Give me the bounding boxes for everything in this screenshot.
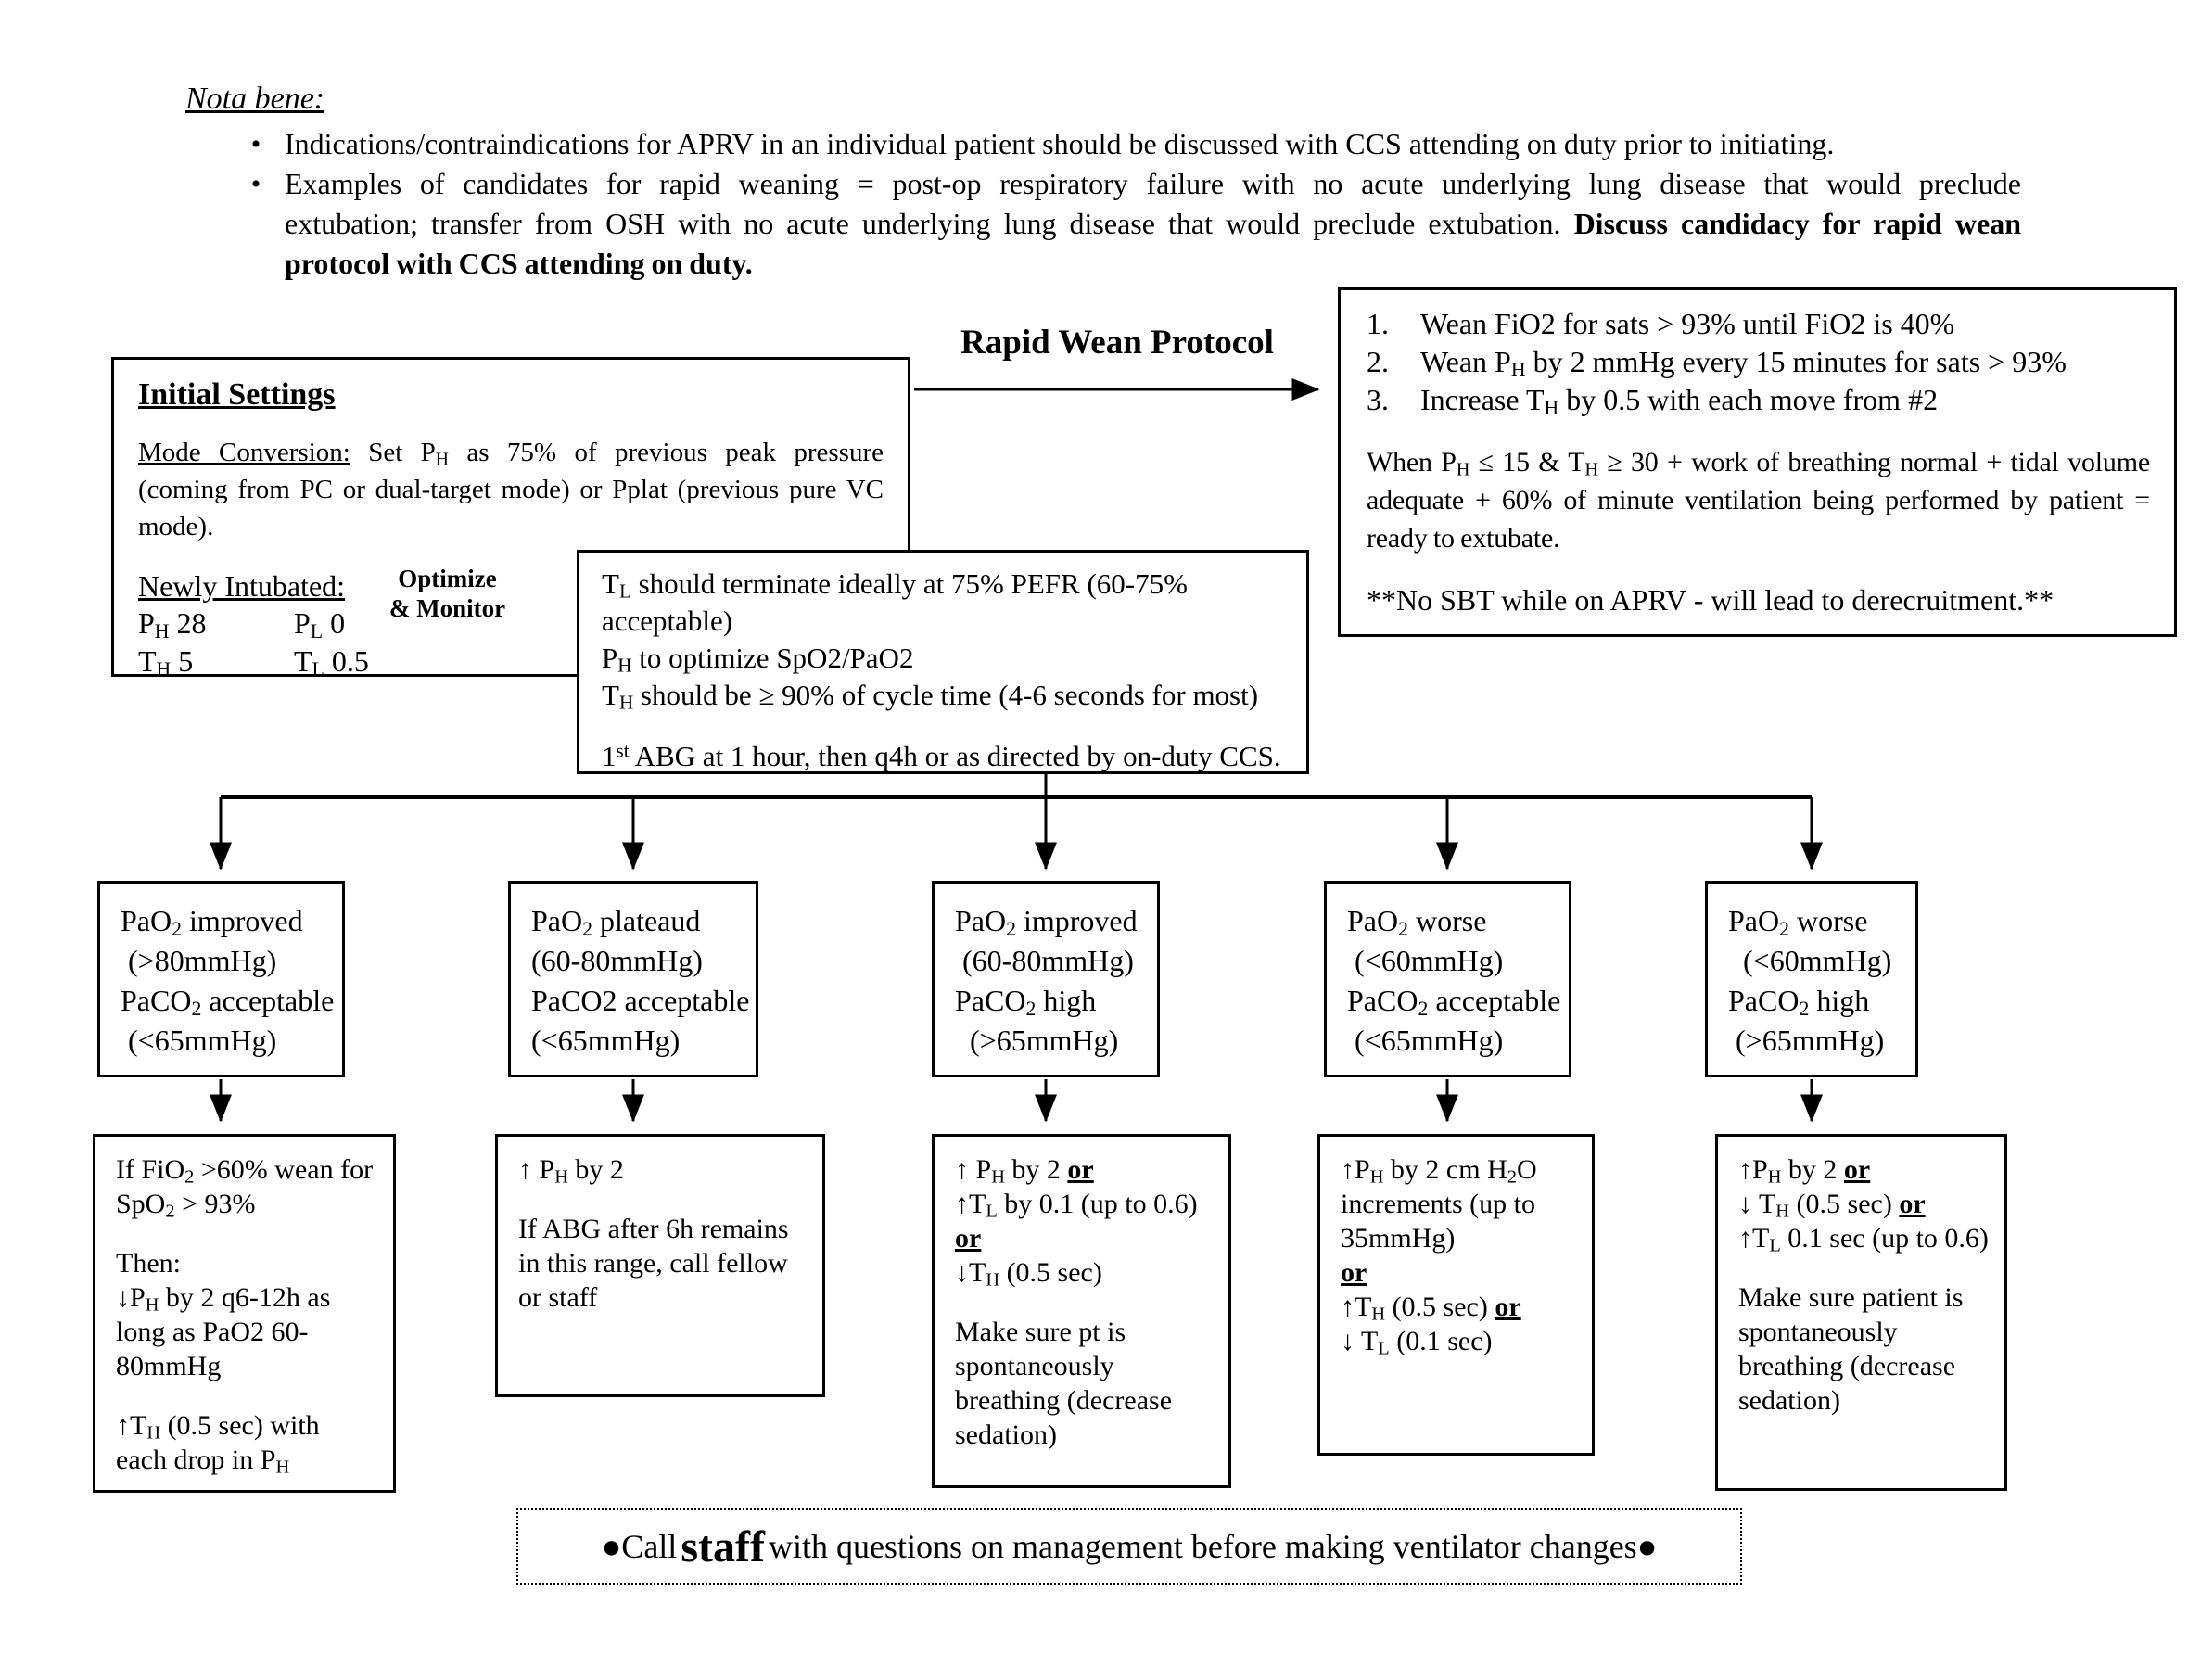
optimize-monitor-label: Optimize & Monitor xyxy=(371,564,524,623)
setting-value: PH 28 xyxy=(138,606,207,643)
call-staff-suffix: with questions on management before maki… xyxy=(768,1528,1658,1565)
step-text: Wean FiO2 for sats > 93% until FiO2 is 4… xyxy=(1420,307,1955,340)
sbt-warning-text: **No SBT while on APRV - will lead to de… xyxy=(1367,583,2054,617)
protocol-step: 3. Increase TH by 0.5 with each move fro… xyxy=(1367,381,2150,419)
outcome-box-pao2-worse-paco2-high: PaO2 worse (<60mmHg)PaCO2 high (>65mmHg) xyxy=(1705,881,1918,1077)
step-number: 3. xyxy=(1367,383,1389,416)
bullet-icon: • xyxy=(250,129,261,159)
initial-settings-title: Initial Settings xyxy=(138,377,336,412)
action-box-ph-or-tl-or-th: ↑ PH by 2 or↑TL by 0.1 (up to 0.6)or↓TH … xyxy=(932,1134,1231,1488)
nota-bene-heading: Nota bene: xyxy=(185,82,325,116)
protocol-step: 1. Wean FiO2 for sats > 93% until FiO2 i… xyxy=(1367,305,2150,343)
setting-value: TL 0.5 xyxy=(294,644,369,681)
nota-bene-item-text: Indications/contraindications for APRV i… xyxy=(285,127,1835,160)
call-staff-emphasis: staff xyxy=(681,1521,765,1572)
rapid-wean-protocol-label: Rapid Wean Protocol xyxy=(960,324,1274,362)
settings-row: TH 5 TL 0.5 xyxy=(138,643,884,681)
optimize-monitor-line: Optimize xyxy=(398,565,497,592)
action-box-ph-th-tl: ↑PH by 2 or↓ TH (0.5 sec) or↑TL 0.1 sec … xyxy=(1715,1134,2007,1491)
step-text: Increase TH by 0.5 with each move from #… xyxy=(1420,383,1939,419)
rapid-wean-steps-box: 1. Wean FiO2 for sats > 93% until FiO2 i… xyxy=(1338,287,2177,637)
protocol-step: 2. Wean PH by 2 mmHg every 15 minutes fo… xyxy=(1367,343,2150,381)
mode-conversion-text: Mode Conversion: Set PH as 75% of previo… xyxy=(138,438,884,541)
step-number: 2. xyxy=(1367,345,1389,378)
outcome-box-pao2-worse-paco2-ok: PaO2 worse (<60mmHg)PaCO2 acceptable (<6… xyxy=(1324,881,1571,1077)
setting-value: TH 5 xyxy=(138,644,194,681)
nota-bene-item: • Indications/contraindications for APRV… xyxy=(227,124,2021,164)
call-staff-note: ●Call staff with questions on management… xyxy=(516,1508,1742,1585)
setting-value: PL 0 xyxy=(294,606,346,643)
outcome-box-pao2-plateaud: PaO2 plateaud(60-80mmHg)PaCO2 acceptable… xyxy=(508,881,758,1077)
step-number: 1. xyxy=(1367,307,1389,340)
extubation-criteria-text: When PH ≤ 15 & TH ≥ 30 + work of breathi… xyxy=(1367,447,2150,554)
newly-intubated-label: Newly Intubated: xyxy=(138,569,346,603)
nota-bene-list: • Indications/contraindications for APRV… xyxy=(227,124,2021,284)
bullet-icon: • xyxy=(250,169,261,199)
step-text: Wean PH by 2 mmHg every 15 minutes for s… xyxy=(1420,345,2067,381)
nota-bene-item: • Examples of candidates for rapid weani… xyxy=(227,164,2021,284)
nota-bene-item-text: Examples of candidates for rapid weaning… xyxy=(285,167,2022,280)
call-staff-prefix: ●Call xyxy=(601,1528,678,1565)
settings-row: PH 28 PL 0 xyxy=(138,605,884,643)
optimize-monitor-line: & Monitor xyxy=(388,594,506,622)
outcome-box-pao2-improved-paco2-high: PaO2 improved (60-80mmHg)PaCO2 high (>65… xyxy=(932,881,1160,1077)
outcome-box-pao2-improved-high: PaO2 improved (>80mmHg)PaCO2 acceptable … xyxy=(97,881,345,1077)
monitor-targets-box: TL should terminate ideally at 75% PEFR … xyxy=(577,550,1309,774)
